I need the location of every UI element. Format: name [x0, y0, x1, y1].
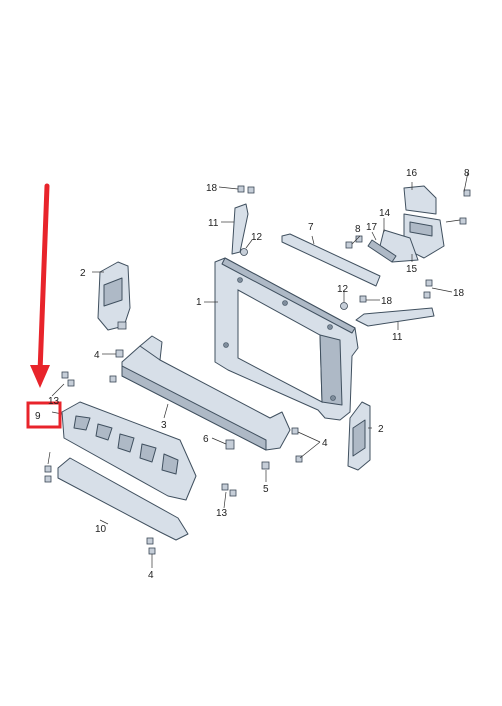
callout-12-lower: 12	[337, 284, 349, 295]
callout-9: 9	[35, 411, 41, 422]
part-11-bracket-upper	[231, 203, 249, 255]
callout-3: 3	[161, 420, 167, 431]
callout-16: 16	[406, 168, 418, 179]
callout-18-top: 18	[206, 183, 218, 194]
fasteners	[44, 185, 471, 555]
part-11-strut-lower	[355, 307, 435, 327]
callout-8-top: 8	[464, 168, 470, 179]
part-3-cross-member	[121, 335, 291, 451]
callout-15: 15	[406, 264, 418, 275]
callout-17: 17	[366, 222, 378, 233]
callout-2-left: 2	[80, 268, 86, 279]
callout-10: 10	[95, 524, 107, 535]
leader-lines	[47, 171, 469, 568]
callout-4-right: 4	[322, 438, 328, 449]
part-16-cover-cap	[403, 185, 437, 215]
callout-11-upper: 11	[208, 218, 219, 229]
part-17-seal-strip	[367, 239, 397, 263]
callout-13-bottom: 13	[216, 508, 228, 519]
callout-1: 1	[196, 297, 202, 308]
callout-14: 14	[379, 208, 391, 219]
part-7-upper-cover	[281, 233, 381, 287]
callout-13-left: 13	[48, 396, 60, 407]
callout-12-upper: 12	[251, 232, 263, 243]
callout-8-mid: 8	[355, 224, 361, 235]
pointer-arrow	[30, 183, 50, 388]
callout-11-lower: 11	[392, 332, 403, 343]
callout-7: 7	[308, 222, 314, 233]
callout-5: 5	[263, 484, 269, 495]
callout-4-bottom: 4	[148, 570, 154, 581]
part-15-air-guide	[403, 213, 445, 259]
callout-6: 6	[203, 434, 209, 445]
part-1-lock-carrier-frame	[214, 257, 359, 421]
callout-2-right: 2	[378, 424, 384, 435]
part-2-air-duct-left	[97, 261, 131, 331]
part-9-impact-absorber	[61, 401, 197, 501]
callout-labels: 1 2 2 3 4 4 4 5 6 7 8 8 9 10 11 11 12 12…	[35, 168, 470, 581]
callout-18-mid: 18	[381, 296, 393, 307]
part-10-lower-deflector	[57, 457, 189, 541]
part-2-air-duct-right	[347, 401, 371, 471]
callout-9-highlight-box	[26, 401, 62, 429]
callout-4-left: 4	[94, 350, 100, 361]
callout-18-right: 18	[453, 288, 465, 299]
